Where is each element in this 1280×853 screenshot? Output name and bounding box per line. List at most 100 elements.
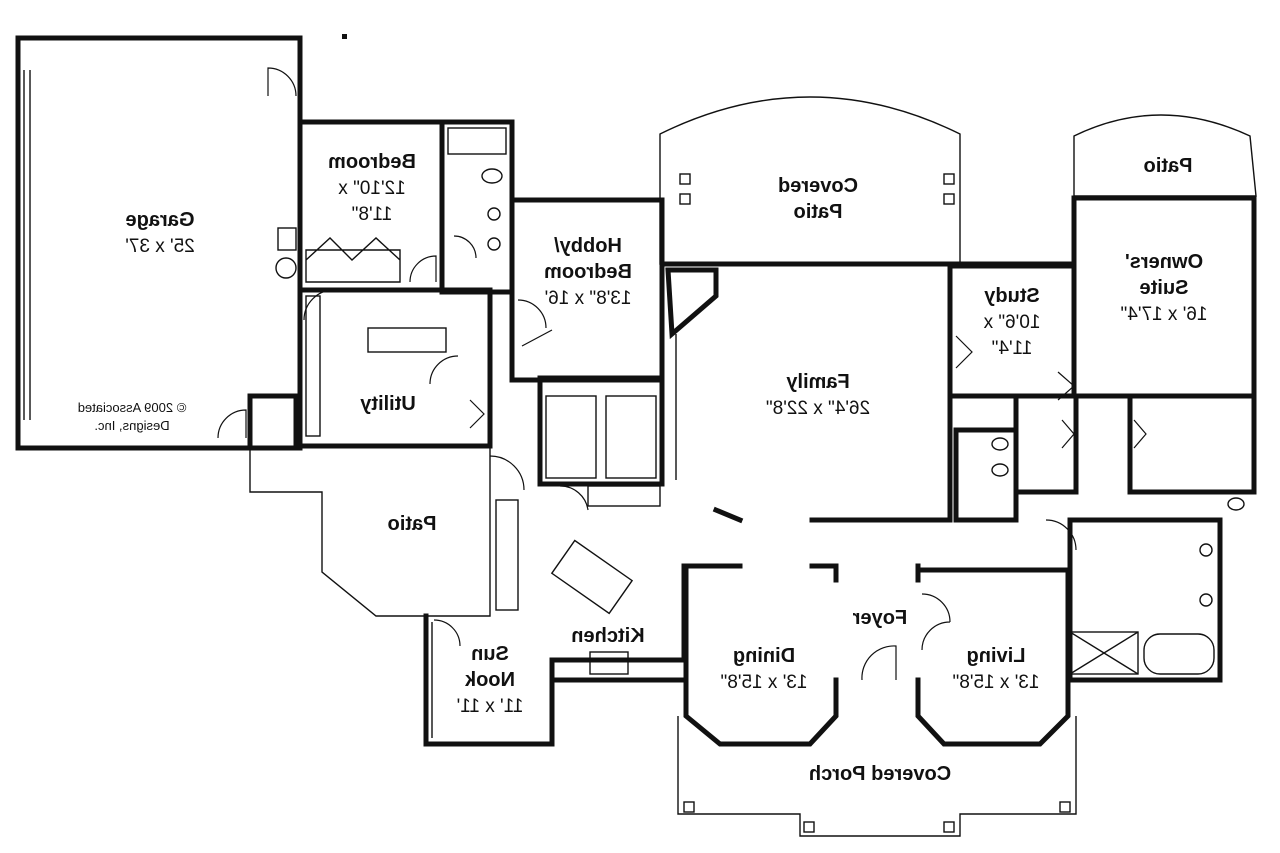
sun-nook-name-2: Nook — [464, 669, 515, 691]
family-size: 26'4" x 22'8" — [766, 398, 870, 419]
patio-right-outline — [1073, 114, 1257, 197]
bedroom-door — [409, 255, 437, 283]
patio-door — [489, 455, 525, 491]
master-bath — [1067, 517, 1223, 683]
water-heater-round — [275, 257, 297, 279]
utility-door — [303, 289, 335, 321]
master-sink-2 — [1199, 593, 1213, 607]
patio-top-name: Patio — [1144, 155, 1193, 177]
living-size: 13' x 15'8" — [953, 672, 1040, 693]
study-door — [955, 335, 973, 369]
patio-column-4 — [943, 193, 955, 205]
dining-name: Dining — [733, 645, 795, 667]
patio-left-name: Patio — [388, 513, 437, 535]
copyright-line-1: © 2009 Associated — [78, 400, 187, 415]
water-heater — [277, 227, 297, 251]
covered-patio-name-2: Patio — [794, 201, 843, 223]
covered-porch-name: Covered Porch — [809, 763, 951, 785]
porch-column-3 — [943, 821, 955, 833]
utility-walls — [297, 287, 493, 449]
covered-patio-outline — [659, 96, 961, 265]
foyer-walls — [809, 563, 921, 583]
garage-size: 25' x 37' — [125, 236, 195, 257]
covered-porch-outline — [677, 716, 1077, 837]
closet-2-door — [1061, 419, 1075, 449]
hobby-door — [517, 299, 553, 347]
sink-1b — [487, 237, 501, 251]
kitchen-sink — [589, 651, 629, 675]
bedroom-closet — [305, 237, 401, 283]
sun-nook-size: 11' x 11' — [457, 696, 524, 717]
utility-name: Utility — [359, 393, 415, 415]
living-walls — [915, 567, 1071, 747]
patio-bench — [495, 499, 519, 611]
garage-vestibule — [247, 393, 299, 451]
owners-name-1: Owners' — [1125, 251, 1203, 273]
family-name: Family — [785, 371, 849, 393]
bath-door — [1045, 519, 1077, 551]
hobby-name-2: Bedroom — [544, 261, 632, 283]
sun-nook-name-1: Sun — [471, 643, 509, 665]
utility-cabinets — [367, 327, 447, 353]
hobby-size: 13'8" x 16' — [545, 288, 632, 309]
room-labels: Garage 25' x 37' Bedroom 12'10" x 11'8" … — [78, 151, 1208, 785]
hobby-closet — [537, 375, 665, 487]
owners-size: 16' x 17'4" — [1121, 304, 1208, 325]
hobby-name-1: Hobby/ — [554, 235, 622, 257]
kitchen-name: Kitchen — [571, 625, 644, 647]
owners-name-2: Suite — [1140, 277, 1189, 299]
family-corner — [712, 506, 744, 524]
sun-nook-walls — [423, 613, 555, 747]
patio-column-1 — [679, 173, 691, 185]
sink-1a — [487, 207, 501, 221]
patio-column-2 — [679, 193, 691, 205]
marker-dot — [342, 34, 347, 39]
master-tub — [1143, 633, 1215, 675]
hobby-closet-door — [559, 485, 589, 511]
foyer-door — [861, 645, 897, 681]
closet-2 — [1013, 393, 1079, 495]
toilet-3 — [991, 463, 1009, 477]
sun-nook-door — [433, 619, 461, 647]
copyright-line-2: Designs, Inc. — [94, 418, 169, 433]
study-size-1: 10'6" x — [983, 312, 1040, 333]
porch-column-4 — [1059, 801, 1071, 813]
study-size-2: 11'4" — [992, 338, 1033, 359]
bedroom-size-1: 12'10" x — [338, 178, 406, 199]
shower-x2 — [1069, 631, 1139, 675]
covered-patio-name-1: Covered — [778, 175, 858, 197]
foyer-name: Foyer — [853, 607, 908, 629]
master-closet — [1127, 393, 1257, 495]
garage-name: Garage — [126, 209, 195, 231]
kitchen-range — [587, 485, 661, 507]
bath-1-door — [453, 235, 477, 259]
toilet-2 — [991, 437, 1009, 451]
dining-size: 13' x 15'8" — [721, 672, 808, 693]
utility-bifold — [469, 399, 485, 429]
bath-1 — [439, 119, 515, 295]
study-name: Study — [983, 285, 1039, 307]
hall-bath — [953, 427, 1019, 523]
toilet-4 — [1227, 497, 1245, 511]
master-sink-1 — [1199, 543, 1213, 557]
bedroom-size-2: 11'8" — [352, 204, 393, 225]
front-door — [921, 593, 951, 651]
tub-1 — [447, 127, 507, 155]
porch-column-2 — [803, 821, 815, 833]
hobby-closet-shelf — [545, 395, 597, 479]
living-name: Living — [967, 645, 1026, 667]
hobby-closet-shelf-2 — [605, 395, 657, 479]
utility-door-2 — [429, 355, 459, 385]
fireplace — [665, 267, 719, 340]
porch-column-1 — [683, 801, 695, 813]
patio-column-3 — [943, 173, 955, 185]
dining-walls — [683, 563, 839, 747]
garage-entry-door — [267, 67, 297, 97]
plan-walls — [15, 34, 1257, 837]
bedroom-name: Bedroom — [328, 151, 416, 173]
toilet-1 — [481, 168, 503, 184]
utility-counter — [305, 295, 321, 437]
kitchen-island — [550, 539, 634, 615]
patio-left-outline — [249, 448, 491, 617]
